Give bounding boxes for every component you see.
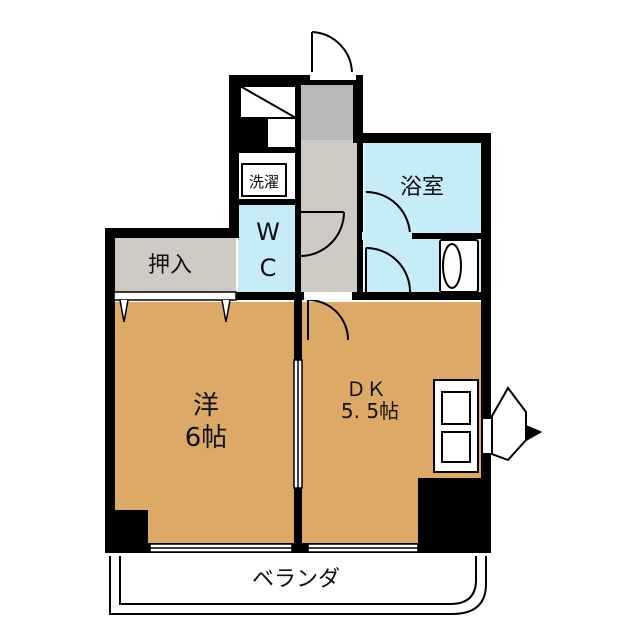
sliding-door-icon [293, 359, 303, 489]
window-left [149, 543, 293, 553]
laundry-box [241, 163, 287, 197]
western-room-size: 6帖 [185, 423, 228, 453]
closet-label: 押入 [148, 253, 192, 278]
wc-label-w: W [256, 218, 280, 246]
bathroom-floor [364, 140, 482, 236]
washroom-door-icon [365, 247, 411, 293]
window-right [307, 543, 419, 553]
column-bottom-right [418, 478, 488, 550]
bathroom-door-icon [362, 191, 412, 240]
bathroom-label: 浴室 [400, 175, 444, 200]
western-room-label: 洋 [193, 391, 219, 421]
laundry-label: 洗濯 [249, 173, 279, 191]
kitchen-counter-icon [433, 379, 479, 473]
balcony-outline [109, 556, 487, 615]
shoe-cupboard-icon [239, 85, 297, 119]
wc-floor [238, 202, 300, 294]
dk-label: ＤＫ [346, 377, 386, 401]
closet-door-icon [113, 291, 237, 323]
side-window-icon [481, 386, 543, 462]
balcony-label: ベランダ [252, 567, 340, 592]
dk-size: 5. 5帖 [341, 399, 399, 423]
wc-door-icon [299, 211, 345, 257]
dk-door-icon [304, 292, 352, 341]
washbasin-icon [439, 239, 479, 293]
entrance-door-icon [310, 31, 356, 80]
western-room-floor [114, 302, 298, 544]
entrance-floor [300, 80, 358, 140]
closet-floor [114, 238, 236, 292]
wc-label-c: C [260, 254, 277, 282]
